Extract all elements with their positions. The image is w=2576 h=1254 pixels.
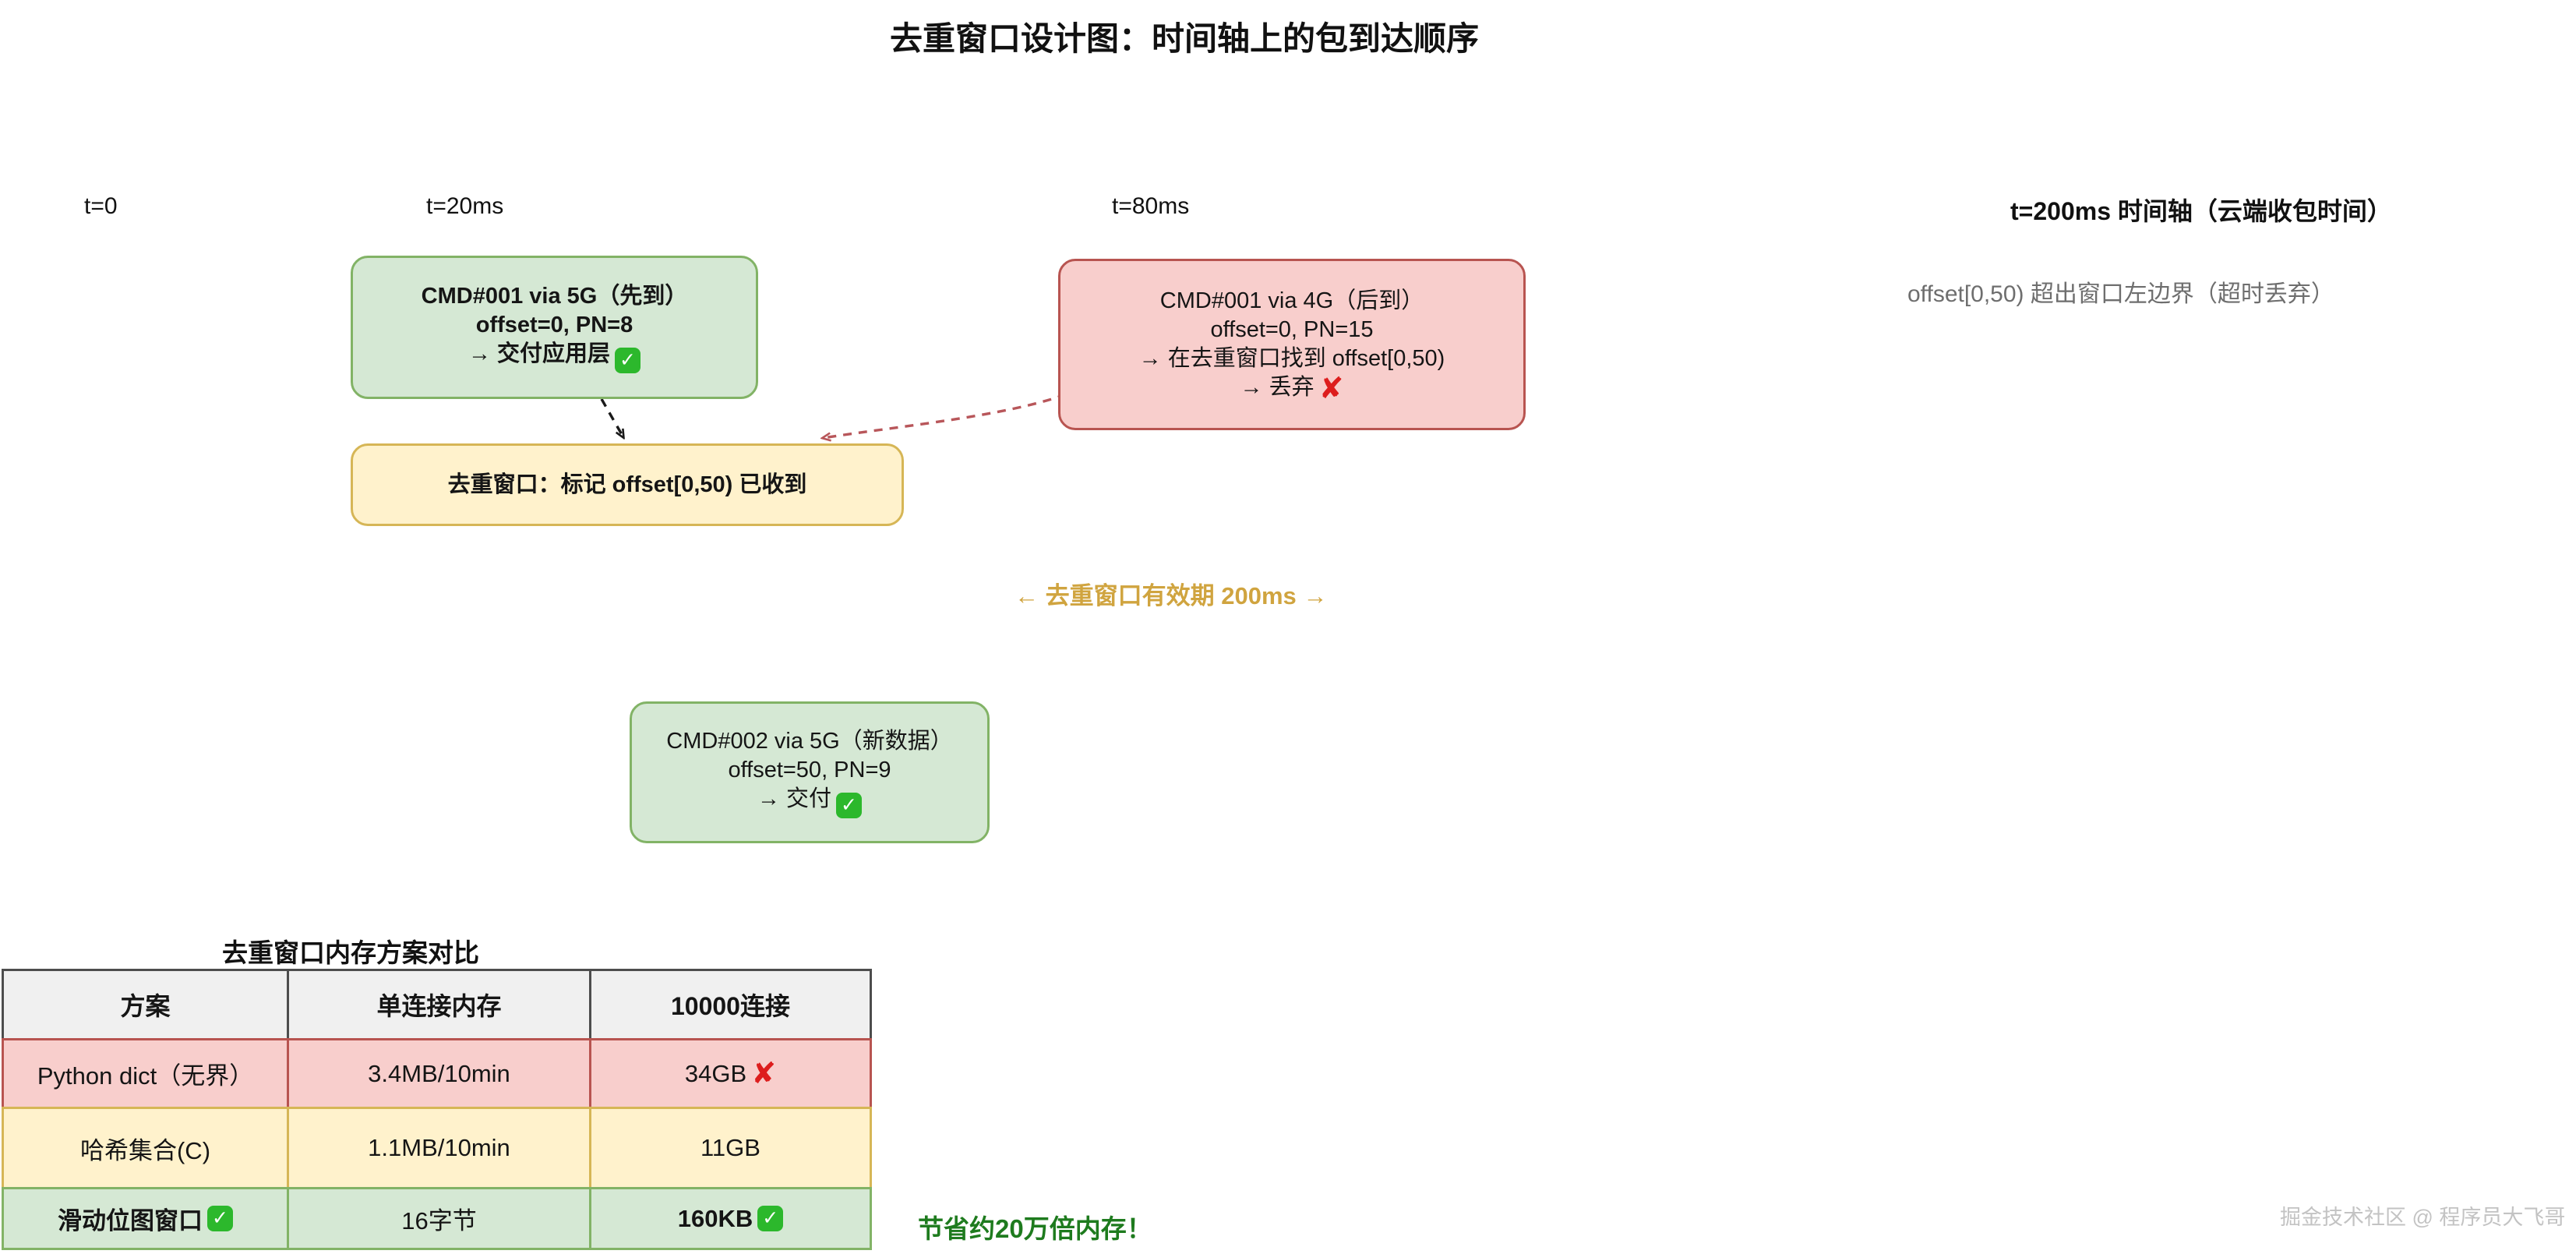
timeline-label-t20ms: t=20ms xyxy=(426,193,504,219)
node-cmd001-5g-line3: → 交付应用层 xyxy=(468,341,611,366)
check-icon: ✓ xyxy=(836,792,863,818)
cell-value: 34GB xyxy=(684,1059,747,1087)
cell-scheme: 滑动位图窗口✓ xyxy=(4,1189,287,1248)
node-cmd001-5g: CMD#001 via 5G（先到） offset=0, PN=8 → 交付应用… xyxy=(351,256,758,399)
check-icon: ✓ xyxy=(757,1206,784,1231)
node-cmd001-5g-line2: offset=0, PN=8 xyxy=(475,312,633,337)
check-icon: ✓ xyxy=(207,1206,234,1231)
cross-icon: ✘ xyxy=(1318,373,1344,405)
table-row-hash-set: 哈希集合(C) 1.1MB/10min 11GB xyxy=(2,1107,872,1189)
validity-period-label: ← 去重窗口有效期 200ms → xyxy=(1015,582,1328,609)
window-overflow-note: offset[0,50) 超出窗口左边界（超时丢弃） xyxy=(1907,281,2334,307)
node-cmd001-4g-line2: offset=0, PN=15 xyxy=(1210,317,1374,342)
page-title: 去重窗口设计图：时间轴上的包到达顺序 xyxy=(889,20,1479,57)
timeline-label-t200ms-heading: t=200ms 时间轴（云端收包时间） xyxy=(2010,197,2392,225)
cell-10000-connections: 34GB✘ xyxy=(588,1040,870,1107)
node-cmd001-4g-line1: CMD#001 via 4G（后到） xyxy=(1159,288,1424,313)
table-header-per-connection: 单连接内存 xyxy=(287,971,589,1038)
timeline-label-t0: t=0 xyxy=(84,193,118,219)
table-header-row: 方案 单连接内存 10000连接 xyxy=(2,969,872,1040)
table-row-sliding-bitmap: 滑动位图窗口✓ 16字节 160KB✓ xyxy=(2,1187,872,1250)
table-header-10000-connections: 10000连接 xyxy=(588,971,870,1038)
watermark: 掘金技术社区 @ 程序员大飞哥 xyxy=(2280,1206,2566,1229)
node-cmd001-4g: CMD#001 via 4G（后到） offset=0, PN=15 → 在去重… xyxy=(1058,259,1526,430)
cell-10000-connections: 11GB xyxy=(588,1109,870,1187)
cell-per-connection: 1.1MB/10min xyxy=(287,1109,589,1187)
timeline-label-t80ms: t=80ms xyxy=(1112,193,1190,219)
arrow-cmd001-4g-to-dedup-window xyxy=(823,393,1067,438)
cell-scheme: Python dict（无界） xyxy=(37,1062,254,1090)
node-cmd001-4g-line3: → 在去重窗口找到 offset[0,50) xyxy=(1138,346,1445,371)
node-cmd001-5g-line1: CMD#001 via 5G（先到） xyxy=(421,283,688,309)
check-icon: ✓ xyxy=(615,347,641,373)
node-cmd002-5g-line2: offset=50, PN=9 xyxy=(728,757,891,782)
cell-per-connection: 3.4MB/10min xyxy=(287,1040,589,1107)
cross-icon: ✘ xyxy=(751,1057,777,1090)
cell-scheme: 哈希集合(C) xyxy=(79,1136,211,1164)
node-cmd002-5g-line1: CMD#002 via 5G（新数据） xyxy=(666,728,953,754)
cell-value: 滑动位图窗口 xyxy=(58,1207,203,1235)
memory-savings-note: 节省约20万倍内存！ xyxy=(918,1214,1152,1243)
node-cmd002-5g-line3: → 交付 xyxy=(757,786,832,811)
node-dedup-window: 去重窗口：标记 offset[0,50) 已收到 xyxy=(351,443,904,526)
table-header-scheme: 方案 xyxy=(120,992,171,1020)
node-cmd001-4g-line4: → 丢弃 xyxy=(1240,375,1314,400)
arrow-cmd001-5g-to-dedup-window xyxy=(600,398,623,437)
cell-10000-connections: 160KB✓ xyxy=(588,1189,870,1248)
memory-table-title: 去重窗口内存方案对比 xyxy=(222,938,479,967)
node-dedup-window-line1: 去重窗口：标记 offset[0,50) 已收到 xyxy=(447,472,807,497)
table-row-python-dict: Python dict（无界） 3.4MB/10min 34GB✘ xyxy=(2,1038,872,1109)
node-cmd002-5g: CMD#002 via 5G（新数据） offset=50, PN=9 → 交付… xyxy=(630,701,990,843)
memory-comparison-table: 方案 单连接内存 10000连接 Python dict（无界） 3.4MB/1… xyxy=(2,969,872,1250)
cell-value: 160KB xyxy=(677,1204,753,1232)
cell-per-connection: 16字节 xyxy=(287,1189,589,1248)
